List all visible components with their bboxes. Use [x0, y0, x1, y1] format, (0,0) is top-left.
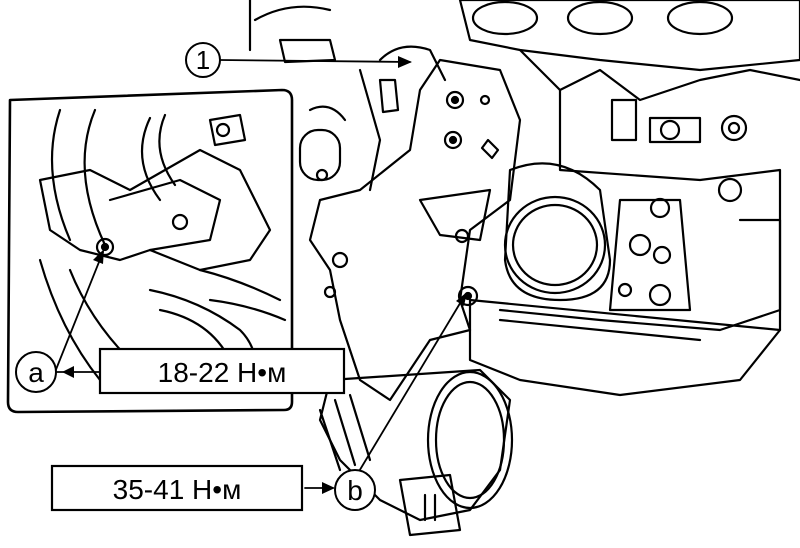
point-b-label: b — [347, 475, 363, 506]
callout-point-b: b — [334, 469, 376, 511]
torque-box-a: 18-22 Н•м — [98, 347, 346, 395]
leader-lines — [54, 59, 463, 489]
transmission-housing — [318, 368, 514, 537]
inset-detail-view — [6, 88, 294, 414]
bolt-a — [95, 237, 115, 257]
arrowheads — [62, 56, 467, 494]
torque-value-b: 35-41 Н•м — [113, 474, 242, 505]
point-a-label: a — [28, 357, 44, 388]
engine-block — [458, 0, 800, 397]
torque-box-b: 35-41 Н•м — [50, 464, 304, 512]
callout-part-1: 1 — [185, 42, 221, 78]
mounting-bracket — [248, 0, 522, 402]
part-1-label: 1 — [196, 45, 210, 75]
bolt-b — [457, 285, 479, 307]
torque-value-a: 18-22 Н•м — [158, 357, 287, 388]
callout-point-a: a — [15, 351, 57, 393]
